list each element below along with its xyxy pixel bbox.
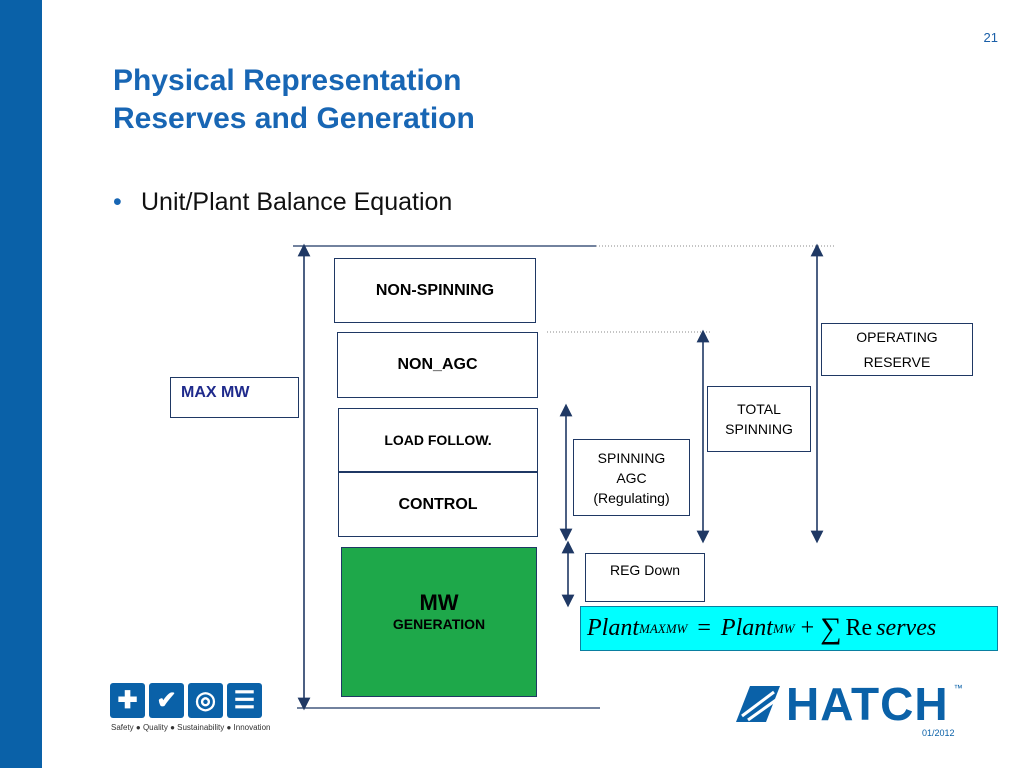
generation-mw-label: MW	[419, 590, 459, 615]
eq-re: Re	[845, 615, 873, 641]
load-follow-box: LOAD FOLLOW.	[338, 408, 538, 472]
operating-reserve-line-2: RESERVE	[863, 353, 931, 370]
left-accent-bar	[0, 0, 42, 768]
hatch-mark-icon	[736, 686, 780, 722]
non-spinning-box: NON-SPINNING	[334, 258, 536, 323]
spinning-agc-line-3: (Regulating)	[593, 489, 670, 506]
hatch-wordmark: HATCH	[786, 678, 949, 730]
page-number: 21	[983, 30, 998, 45]
generation-label: GENERATION	[392, 616, 486, 632]
total-spinning-line-2: SPINNING	[725, 421, 793, 437]
max-mw-box: MAX MW	[170, 377, 299, 418]
spinning-agc-line-2: AGC	[616, 469, 647, 486]
trademark-symbol: ™	[953, 683, 963, 693]
title-line-1: Physical Representation	[113, 64, 462, 97]
reg-down-box: REG Down	[585, 553, 705, 602]
plus-icon: ✚	[110, 683, 145, 718]
operating-reserve-box: OPERATING RESERVE	[821, 323, 973, 376]
eq-sum-symbol: ∑	[820, 611, 842, 645]
values-text: Safety ● Quality ● Sustainability ● Inno…	[111, 723, 271, 732]
values-logos: ✚ ✔ ◎ ☰	[110, 683, 262, 718]
eq-plus: +	[800, 615, 815, 641]
page-title: Physical Representation Reserves and Gen…	[113, 62, 475, 138]
title-line-2: Reserves and Generation	[113, 102, 475, 135]
recycle-icon: ◎	[188, 683, 223, 718]
generation-box: MW GENERATION	[341, 547, 537, 697]
bullet-dot: •	[113, 188, 122, 216]
spinning-agc-line-1: SPINNING	[597, 449, 666, 466]
total-spinning-line-1: TOTAL	[737, 401, 781, 417]
check-icon: ✔	[149, 683, 184, 718]
eq-plant-2: Plant	[720, 615, 773, 641]
operating-reserve-line-1: OPERATING	[856, 328, 938, 345]
spinning-agc-box: SPINNING AGC (Regulating)	[573, 439, 690, 516]
eq-serves: serves	[876, 615, 937, 641]
eq-sub-mw: MW	[772, 620, 795, 636]
non-agc-box: NON_AGC	[337, 332, 538, 398]
bulb-icon: ☰	[227, 683, 262, 718]
hatch-logo: HATCH ™	[736, 677, 963, 731]
bullet-text: Unit/Plant Balance Equation	[141, 188, 453, 216]
control-box: CONTROL	[338, 472, 538, 537]
total-spinning-box: TOTAL SPINNING	[707, 386, 811, 452]
footer-date: 01/2012	[922, 728, 955, 738]
bullet-item: • Unit/Plant Balance Equation	[113, 188, 452, 217]
eq-equals: =	[697, 615, 711, 641]
eq-plant-1: Plant	[587, 615, 639, 641]
eq-sub-maxmw: MAXMW	[639, 620, 688, 636]
